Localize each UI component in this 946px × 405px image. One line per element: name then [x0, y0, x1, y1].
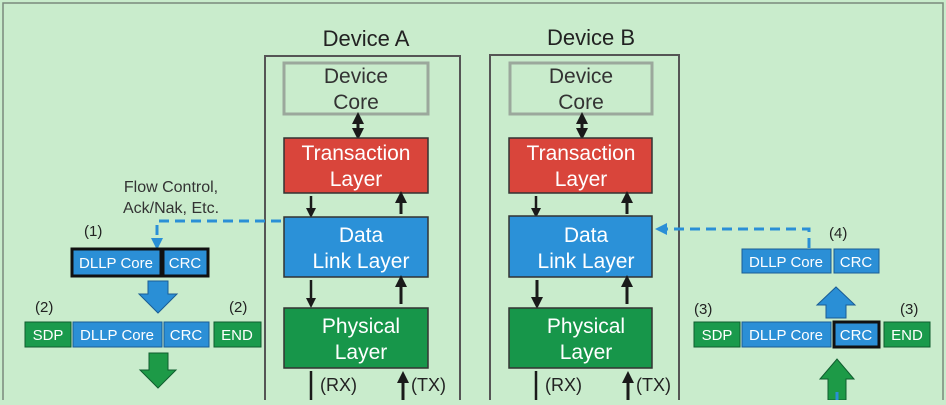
device-b-tx-label: (TX)	[636, 375, 671, 395]
packet4-crc	[833, 248, 880, 274]
flow-control-label-line1: Flow Control,	[124, 179, 218, 196]
device-b-data-link-layer	[508, 215, 653, 278]
packet2-crc-label: CRC	[170, 327, 203, 344]
step-1-label: (1)	[84, 223, 102, 240]
packet2-dllp-core	[72, 321, 163, 348]
step-3-right-label: (3)	[900, 301, 918, 318]
packet3-end	[883, 321, 931, 348]
packet1-dllp-core-label: DLLP Core	[79, 255, 153, 272]
step-2-left-label: (2)	[35, 299, 53, 316]
packet4-dllp-core	[741, 248, 832, 274]
device-a-core-line1: Device	[324, 65, 388, 88]
packet3-sdp-label: SDP	[702, 327, 733, 344]
device-b-transaction-line2: Layer	[555, 168, 608, 191]
packet2-sdp-label: SDP	[33, 327, 64, 344]
packet3-dllp-core-label: DLLP Core	[749, 327, 823, 344]
left-flow-dashed-arrow	[151, 219, 281, 250]
device-a-datalink-line1: Data	[339, 224, 384, 247]
packet2-end	[213, 321, 262, 348]
device-a-tx-label: (TX)	[411, 375, 446, 395]
right-flow: (4) DLLP Core CRC (3) (3) SDP DLLP Core …	[655, 223, 931, 401]
device-a-physical-line1: Physical	[322, 315, 400, 338]
step-4-label: (4)	[829, 225, 847, 242]
device-b-transaction-line1: Transaction	[527, 142, 636, 165]
right-green-up-arrow-icon	[818, 358, 856, 401]
left-blue-down-arrow-icon	[137, 280, 179, 314]
device-a-transaction-line1: Transaction	[302, 142, 411, 165]
packet2-end-label: END	[221, 327, 253, 344]
device-b-transaction-layer	[508, 137, 653, 194]
device-b-datalink-line2: Link Layer	[538, 250, 635, 273]
packet4-dllp-core-label: DLLP Core	[749, 254, 823, 271]
device-a-title: Device A	[323, 26, 410, 51]
device-a-transaction-layer	[283, 137, 429, 194]
device-b-physical-line1: Physical	[547, 315, 625, 338]
packet2-dllp-core-label: DLLP Core	[80, 327, 154, 344]
packet1-crc-label: CRC	[169, 255, 202, 272]
device-a-rx-label: (RX)	[320, 375, 357, 395]
packet3-sdp	[693, 321, 741, 348]
device-b-datalink-line1: Data	[564, 224, 609, 247]
device-a-physical-layer	[283, 307, 429, 369]
device-a-datalink-line2: Link Layer	[313, 250, 410, 273]
packet2-crc	[163, 321, 210, 348]
flow-control-label-line2: Ack/Nak, Etc.	[123, 200, 219, 217]
left-green-down-arrow-icon	[138, 352, 178, 389]
right-blue-up-arrow-icon	[815, 286, 857, 319]
packet3-end-label: END	[891, 327, 923, 344]
device-b: Device B Device Core Transaction Layer D…	[489, 25, 680, 405]
device-b-rx-label: (RX)	[545, 375, 582, 395]
device-a-physical-line2: Layer	[335, 341, 388, 364]
device-b-frame	[489, 54, 680, 405]
packet1-dllp-core	[70, 247, 163, 278]
device-b-physical-line2: Layer	[560, 341, 613, 364]
device-b-physical-layer	[508, 307, 653, 369]
device-b-core-line1: Device	[549, 65, 613, 88]
device-b-core-line2: Core	[558, 91, 604, 114]
device-a: Device A Device Core Transaction Layer D…	[264, 26, 461, 405]
left-flow: Flow Control, Ack/Nak, Etc. (1) DLLP Cor…	[24, 179, 281, 389]
packet3-crc	[832, 320, 881, 349]
device-a-core-line2: Core	[333, 91, 379, 114]
packet2-sdp	[24, 321, 72, 348]
packet3-dllp-core	[741, 321, 832, 348]
step-2-right-label: (2)	[229, 299, 247, 316]
device-a-transaction-line2: Layer	[330, 168, 383, 191]
right-flow-dashed-arrow	[655, 223, 811, 248]
device-a-frame	[264, 55, 461, 405]
device-a-data-link-layer	[283, 216, 429, 278]
packet4-crc-label: CRC	[840, 254, 873, 271]
step-3-left-label: (3)	[694, 301, 712, 318]
packet3-crc-label: CRC	[840, 327, 873, 344]
device-b-title: Device B	[547, 25, 635, 50]
packet1-crc	[161, 247, 210, 278]
